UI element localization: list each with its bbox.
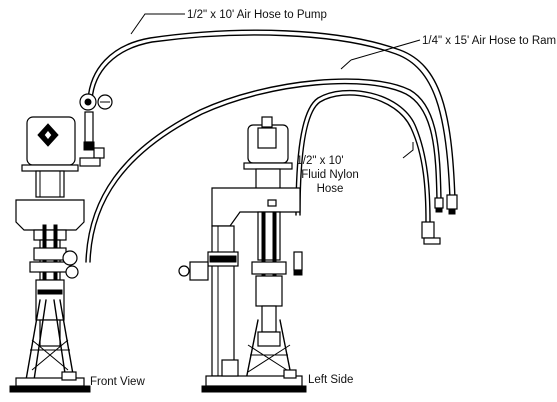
front-view-pump (9, 93, 113, 393)
air-hose-to-pump (87, 29, 458, 215)
leader-lines (130, 13, 421, 159)
fluid-nylon-hose (295, 89, 441, 245)
label-fluid-hose-line2: Fluid Nylon (301, 169, 359, 181)
label-air-hose-ram: 1/4" x 15' Air Hose to Ram (422, 35, 556, 47)
left-side-pump (178, 116, 307, 393)
label-left-side: Left Side (308, 374, 353, 386)
label-air-hose-pump: 1/2" x 10' Air Hose to Pump (187, 9, 327, 21)
label-fluid-hose-line1: 1/2" x 10' (296, 155, 343, 167)
label-fluid-hose-line3: Hose (317, 183, 344, 195)
label-front-view: Front View (90, 376, 145, 388)
air-hose-to-ram (85, 78, 444, 263)
